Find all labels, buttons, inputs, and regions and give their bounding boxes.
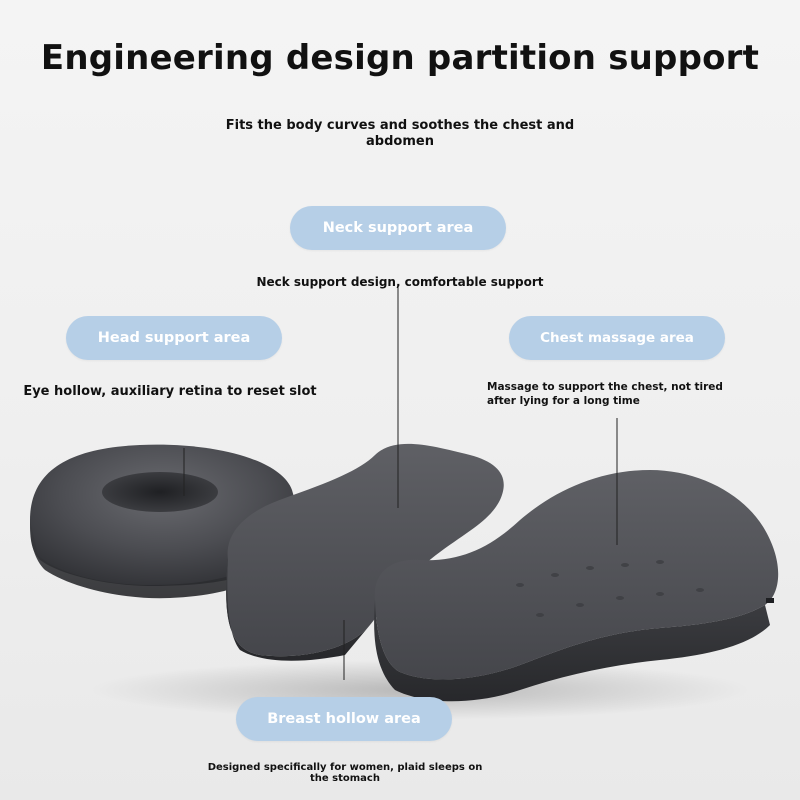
head-support-pill: Head support area bbox=[66, 316, 282, 360]
neck-support-label: Neck support area bbox=[322, 220, 474, 236]
massage-dimples bbox=[516, 560, 704, 617]
chest-massage-label: Chest massage area bbox=[540, 330, 694, 346]
chest-massage-pill: Chest massage area bbox=[509, 316, 725, 360]
head-support-label: Head support area bbox=[97, 330, 251, 346]
eye-hollow bbox=[102, 472, 218, 512]
neck-support-pill: Neck support area bbox=[290, 206, 506, 250]
breast-hollow-label: Breast hollow area bbox=[267, 711, 421, 727]
page-subtitle: Fits the body curves and soothes the che… bbox=[225, 118, 575, 149]
chest-pillow bbox=[374, 470, 779, 702]
neck-support-description: Neck support design, comfortable support bbox=[256, 275, 544, 289]
breast-hollow-description: Designed specifically for women, plaid s… bbox=[207, 762, 483, 784]
head-support-description: Eye hollow, auxiliary retina to reset sl… bbox=[23, 384, 317, 399]
page-title: Engineering design partition support bbox=[40, 38, 760, 78]
chest-massage-description: Massage to support the chest, not tired … bbox=[487, 381, 723, 407]
breast-hollow-pill: Breast hollow area bbox=[236, 697, 452, 741]
neck-pillow bbox=[226, 443, 504, 661]
pillow-tag bbox=[766, 598, 774, 603]
